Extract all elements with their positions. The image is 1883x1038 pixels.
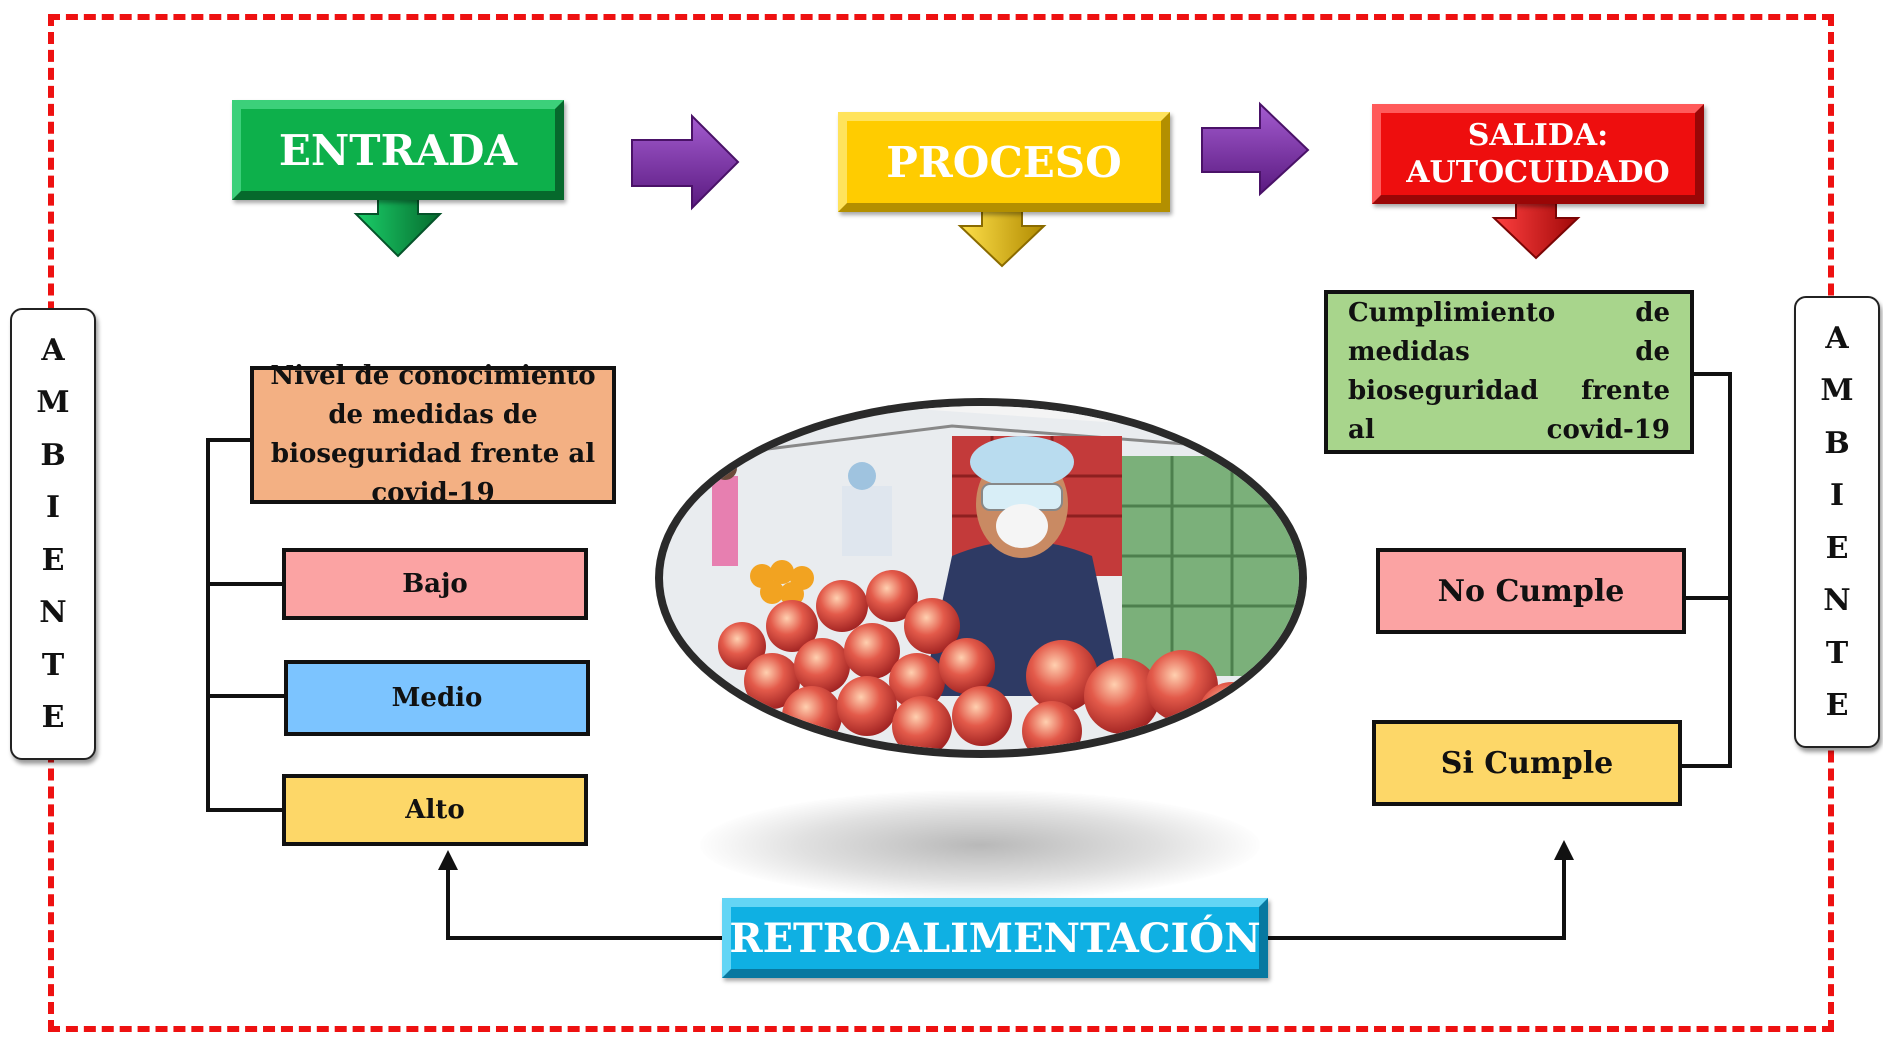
salida-label: SALIDA: AUTOCUIDADO: [1406, 117, 1669, 192]
salida-label-line2: AUTOCUIDADO: [1406, 155, 1670, 190]
market-worker-photo: [655, 398, 1307, 758]
salida-box: SALIDA: AUTOCUIDADO: [1372, 104, 1704, 204]
ambiente-label-right: A M B I E N T E: [1794, 296, 1880, 748]
retroalimentacion-label: RETROALIMENTACIÓN: [729, 914, 1261, 962]
level-medio-label: Medio: [391, 683, 483, 713]
ambiente-letter: A: [41, 332, 65, 368]
photo-shadow: [700, 790, 1260, 900]
ambiente-letter: I: [1829, 478, 1845, 514]
ambiente-label-left: A M B I E N T E: [10, 308, 96, 760]
no-cumple-label: No Cumple: [1437, 573, 1625, 609]
level-bajo-label: Bajo: [402, 569, 468, 599]
ambiente-letter: M: [36, 385, 70, 421]
output-variable-text: Cumplimiento de medidas de bioseguridad …: [1348, 298, 1670, 445]
ambiente-letter: E: [1825, 688, 1849, 724]
ambiente-letter: T: [1825, 635, 1849, 671]
ambiente-letter: I: [45, 490, 61, 526]
level-alto-label: Alto: [405, 795, 465, 825]
ambiente-letter: T: [41, 647, 65, 683]
si-cumple-label: Si Cumple: [1440, 745, 1614, 781]
input-variable-text: Nivel de conocimiento de medidas de bios…: [270, 361, 596, 508]
no-cumple-box: No Cumple: [1376, 548, 1686, 634]
ambiente-letter: E: [41, 542, 65, 578]
ambiente-letter: E: [41, 700, 65, 736]
level-medio-box: Medio: [284, 660, 590, 736]
ambiente-letter: E: [1825, 530, 1849, 566]
salida-label-line1: SALIDA:: [1467, 117, 1609, 153]
input-variable-box: Nivel de conocimiento de medidas de bios…: [250, 361, 616, 508]
proceso-box: PROCESO: [838, 112, 1170, 212]
ambiente-letter: A: [1825, 320, 1849, 356]
entrada-box: ENTRADA: [232, 100, 564, 200]
ambiente-letter: N: [39, 595, 67, 631]
si-cumple-box: Si Cumple: [1372, 720, 1682, 806]
ambiente-letter: N: [1823, 583, 1851, 619]
level-alto-box: Alto: [282, 774, 588, 846]
proceso-label: PROCESO: [886, 137, 1122, 187]
entrada-label: ENTRADA: [278, 125, 518, 175]
level-bajo-box: Bajo: [282, 548, 588, 620]
output-variable-box: Cumplimiento de medidas de bioseguridad …: [1324, 290, 1694, 454]
ambiente-letter: M: [1820, 373, 1854, 409]
ambiente-letter: B: [1824, 425, 1850, 461]
ambiente-letter: B: [40, 437, 66, 473]
retroalimentacion-box: RETROALIMENTACIÓN: [722, 898, 1268, 978]
